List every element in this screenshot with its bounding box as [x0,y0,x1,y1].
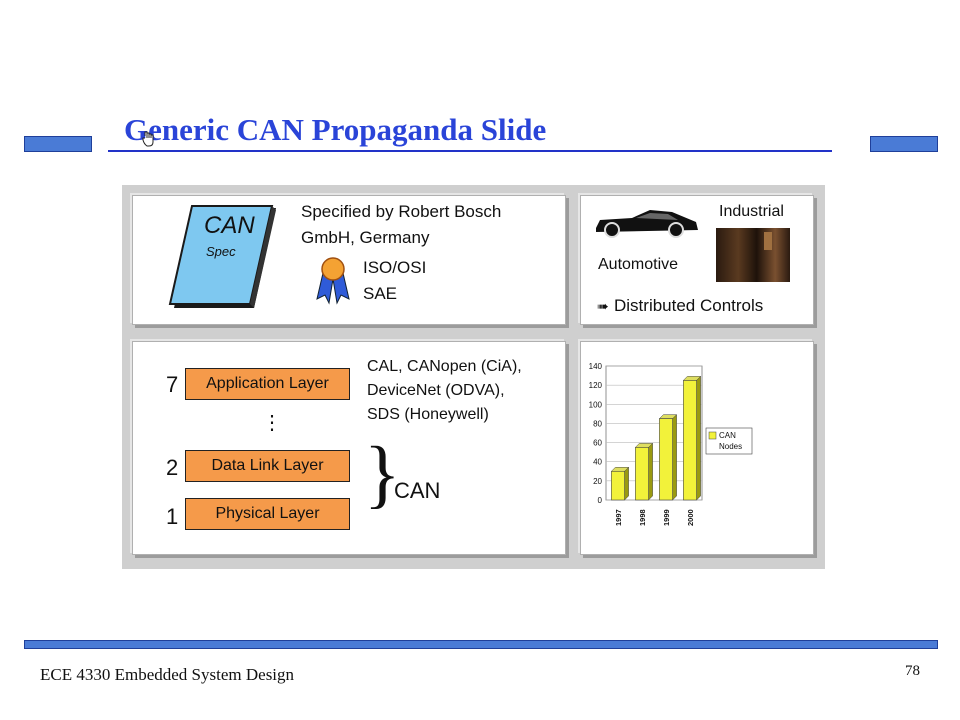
bar-side [624,466,629,501]
bar [659,418,673,501]
can-nodes-chart: 0 20 40 60 80 100 120 140 1997 1998 1999 2000 CAN Nod… [589,362,753,526]
y-tick-label: 140 [589,362,603,371]
header-bar-left [24,136,92,152]
can-label: CAN [394,478,441,503]
footer-course-name: ECE 4330 Embedded System Design [40,665,295,684]
ellipsis-vertical: ⋮ [262,412,282,434]
bar [683,380,697,501]
distributed-controls-label: Distributed Controls [614,296,764,315]
car-icon [596,210,698,238]
industrial-photo-detail [764,232,772,250]
application-layer-box: Application Layer [185,368,350,400]
automotive-label: Automotive [598,256,679,273]
page-number: 78 [905,663,920,679]
standard-line-1: CAL, CANopen (CiA), [367,358,522,375]
spec-line-2: GmbH, Germany [301,228,430,247]
book-title: CAN [204,212,255,239]
arrow-icon: ➠ [597,298,609,314]
x-tick-label: 1997 [614,509,623,526]
y-tick-label: 60 [593,439,602,448]
standard-line-3: SDS (Honeywell) [367,406,489,423]
data-link-layer-label: Data Link Layer [211,457,324,474]
footer-bar [24,640,938,649]
layer-number-2: 2 [166,455,179,480]
book-subtitle: Spec [206,244,236,259]
can-spec-book [168,205,276,308]
header-bar-right [870,136,938,152]
y-tick-label: 0 [598,496,603,505]
spec-line-1: Specified by Robert Bosch [301,202,502,221]
y-tick-label: 120 [589,381,603,390]
x-tick-label: 1999 [662,509,671,526]
slide-title: Generic CAN Propaganda Slide [124,112,547,147]
bar [635,447,649,501]
standard-sae: SAE [363,284,398,303]
application-layer-label: Application Layer [206,375,329,392]
industrial-label: Industrial [719,203,784,220]
physical-layer-label: Physical Layer [215,505,320,522]
y-tick-label: 40 [593,458,602,467]
physical-layer-box: Physical Layer [185,498,350,530]
layer-number-1: 1 [166,504,179,529]
standard-iso-osi: ISO/OSI [363,258,427,277]
data-link-layer-box: Data Link Layer [185,450,350,482]
standard-line-2: DeviceNet (ODVA), [367,382,505,399]
hand-cursor-icon [142,131,154,147]
bar-side [648,442,653,501]
award-ribbon-icon [316,257,350,305]
bar-side [672,414,677,501]
brace: } [364,432,401,516]
x-tick-label: 2000 [686,509,695,526]
y-tick-label: 80 [593,419,602,428]
layer-number-7: 7 [166,372,179,397]
y-tick-label: 100 [589,400,603,409]
legend-label-line1: CAN [719,431,736,440]
y-tick-label: 20 [593,477,602,486]
industrial-photo [716,228,790,282]
bar [611,470,625,501]
legend-label-line2: Nodes [719,442,742,451]
legend-swatch [708,431,717,440]
title-underline [108,150,832,152]
x-tick-label: 1998 [638,509,647,526]
bar-side [696,375,701,501]
